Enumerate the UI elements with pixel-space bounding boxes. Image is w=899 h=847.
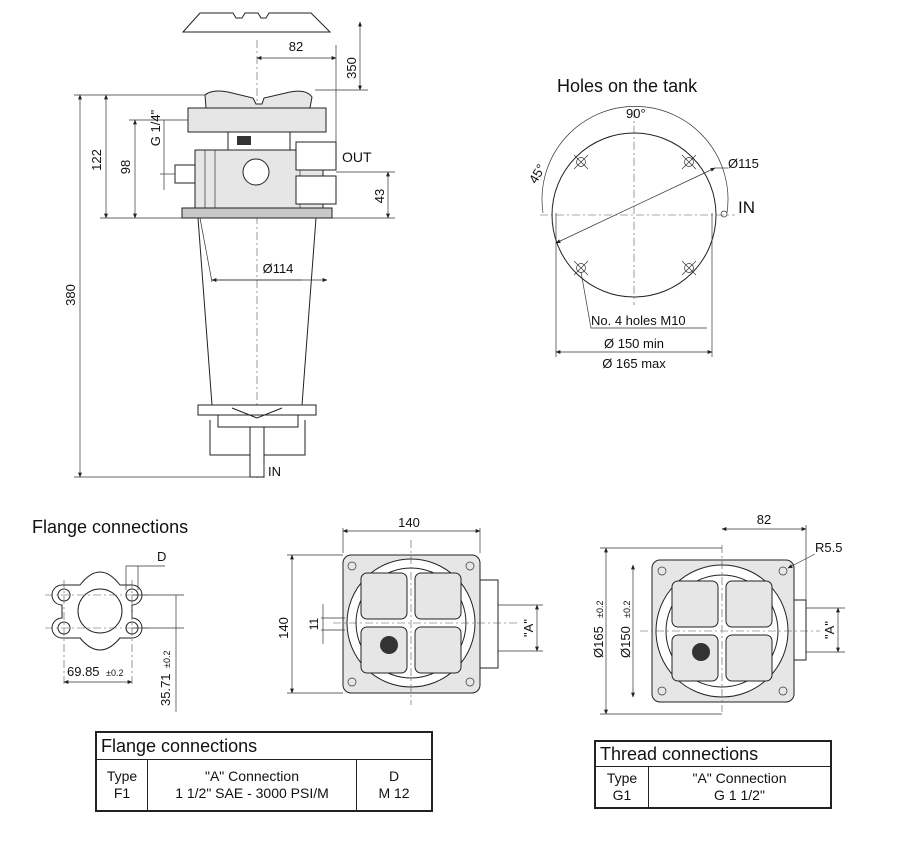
leader	[580, 271, 707, 329]
out-port-lower	[295, 175, 337, 205]
dim-width: 82	[757, 512, 771, 527]
flange-table-type: Type F1	[96, 759, 148, 811]
leader	[787, 553, 816, 569]
thread-port	[793, 599, 807, 661]
dim-width: 69.85	[67, 664, 100, 679]
head-quadrant	[671, 580, 719, 628]
dim-height: 140	[276, 617, 291, 639]
dim-inner: Ø150	[618, 626, 633, 658]
dim-a: "A"	[521, 619, 536, 637]
flange-detail: Flange connections D 69.85 ±0.2 35.71 ±0…	[32, 517, 188, 712]
dim-head-height: 122	[89, 149, 104, 171]
brand-logo	[692, 643, 710, 661]
dim-width: 140	[398, 515, 420, 530]
side-boss	[174, 164, 196, 184]
dim-outer: Ø165	[591, 626, 606, 658]
in-marker	[720, 210, 728, 218]
flange-table-d: D M 12	[356, 759, 432, 811]
flange-table-connection: "A" Connection 1 1/2" SAE - 3000 PSI/M	[147, 759, 357, 811]
dia-min: Ø 150 min	[604, 336, 664, 351]
head-quadrant	[414, 572, 462, 620]
filter-cap	[204, 90, 313, 109]
head-quadrant	[725, 580, 773, 628]
filter-side-view: 82 350 380 122 98 G 1/4" OUT 43 Ø114 IN	[63, 12, 395, 479]
angle-top: 90°	[626, 106, 646, 121]
dia-bolt-circle: Ø115	[728, 156, 759, 171]
bottom-cone	[231, 407, 283, 419]
mounting-flange	[181, 207, 333, 219]
dim-line	[555, 167, 716, 244]
flange-table: Flange connections Type F1 "A" Connectio…	[95, 731, 433, 812]
out-port	[295, 141, 337, 171]
thread-top-view: 82 R5.5 Ø165 ±0.2 Ø150 ±0.2 "A"	[591, 512, 845, 715]
flange-outline	[51, 571, 143, 651]
out-label: OUT	[342, 149, 372, 165]
type-value: F1	[113, 785, 131, 801]
dim-bowl-dia: Ø114	[263, 261, 294, 276]
dim-outer-tol: ±0.2	[595, 601, 605, 618]
inlet-pipe	[249, 426, 265, 478]
dim-d: D	[157, 549, 166, 564]
thread-table-caption: Thread connections	[595, 741, 831, 767]
dim-height: 35.71	[158, 673, 173, 706]
gauge-port	[242, 158, 270, 186]
connection-value: G 1 1/2"	[714, 787, 765, 803]
dim-out-height: 43	[372, 189, 387, 203]
dim-radius: R5.5	[815, 540, 842, 555]
outer-arc	[541, 106, 729, 214]
head-quadrant	[725, 634, 773, 682]
bowl-bottom	[197, 404, 317, 416]
type-header: Type	[606, 770, 638, 786]
in-label: IN	[738, 198, 755, 217]
type-header: Type	[106, 768, 138, 784]
filter-head-top	[187, 107, 327, 133]
holes-note: No. 4 holes M10	[591, 313, 686, 328]
dim-a: "A"	[822, 621, 837, 639]
flange-port	[479, 579, 499, 669]
thread-table-type: Type G1	[595, 766, 649, 808]
tank-holes-view: Holes on the tank 90° 45° Ø115 IN No. 4 …	[526, 76, 759, 371]
head-quadrant	[414, 626, 462, 674]
dia-max: Ø 165 max	[602, 356, 666, 371]
tank-holes-title: Holes on the tank	[557, 76, 698, 96]
d-header: D	[388, 768, 400, 784]
dim-port-height: 98	[118, 160, 133, 174]
flange-top-view: 140 140 11 "A"	[276, 515, 543, 705]
d-value: M 12	[378, 785, 410, 801]
brand-logo	[380, 636, 398, 654]
in-label: IN	[268, 464, 281, 479]
leader	[199, 217, 213, 283]
bowl-base	[217, 414, 299, 428]
dim-gauge-port: G 1/4"	[148, 109, 163, 146]
flange-section-title: Flange connections	[32, 517, 188, 537]
dim-total-height: 380	[63, 284, 78, 306]
head-quadrant	[360, 572, 408, 620]
thread-table-connection: "A" Connection G 1 1/2"	[648, 766, 831, 808]
dim-height-tol: ±0.2	[162, 651, 172, 668]
dim-top-height: 350	[344, 57, 359, 79]
dim-offset: 11	[307, 617, 321, 630]
flange-table-caption: Flange connections	[96, 732, 432, 760]
angle-side: 45°	[526, 161, 549, 186]
cover-outline	[181, 12, 332, 33]
thread-table: Thread connections Type G1 "A" Connectio…	[594, 740, 832, 809]
flange-bore	[77, 588, 123, 634]
dim-inner-tol: ±0.2	[622, 601, 632, 618]
connection-value: 1 1/2" SAE - 3000 PSI/M	[175, 785, 329, 801]
connection-header: "A" Connection	[692, 770, 787, 786]
connection-header: "A" Connection	[205, 768, 299, 784]
logo-mark	[237, 136, 251, 145]
dim-top-width: 82	[289, 39, 303, 54]
filter-bowl	[197, 217, 317, 406]
type-value: G1	[612, 787, 632, 803]
dim-width-tol: ±0.2	[106, 668, 123, 678]
